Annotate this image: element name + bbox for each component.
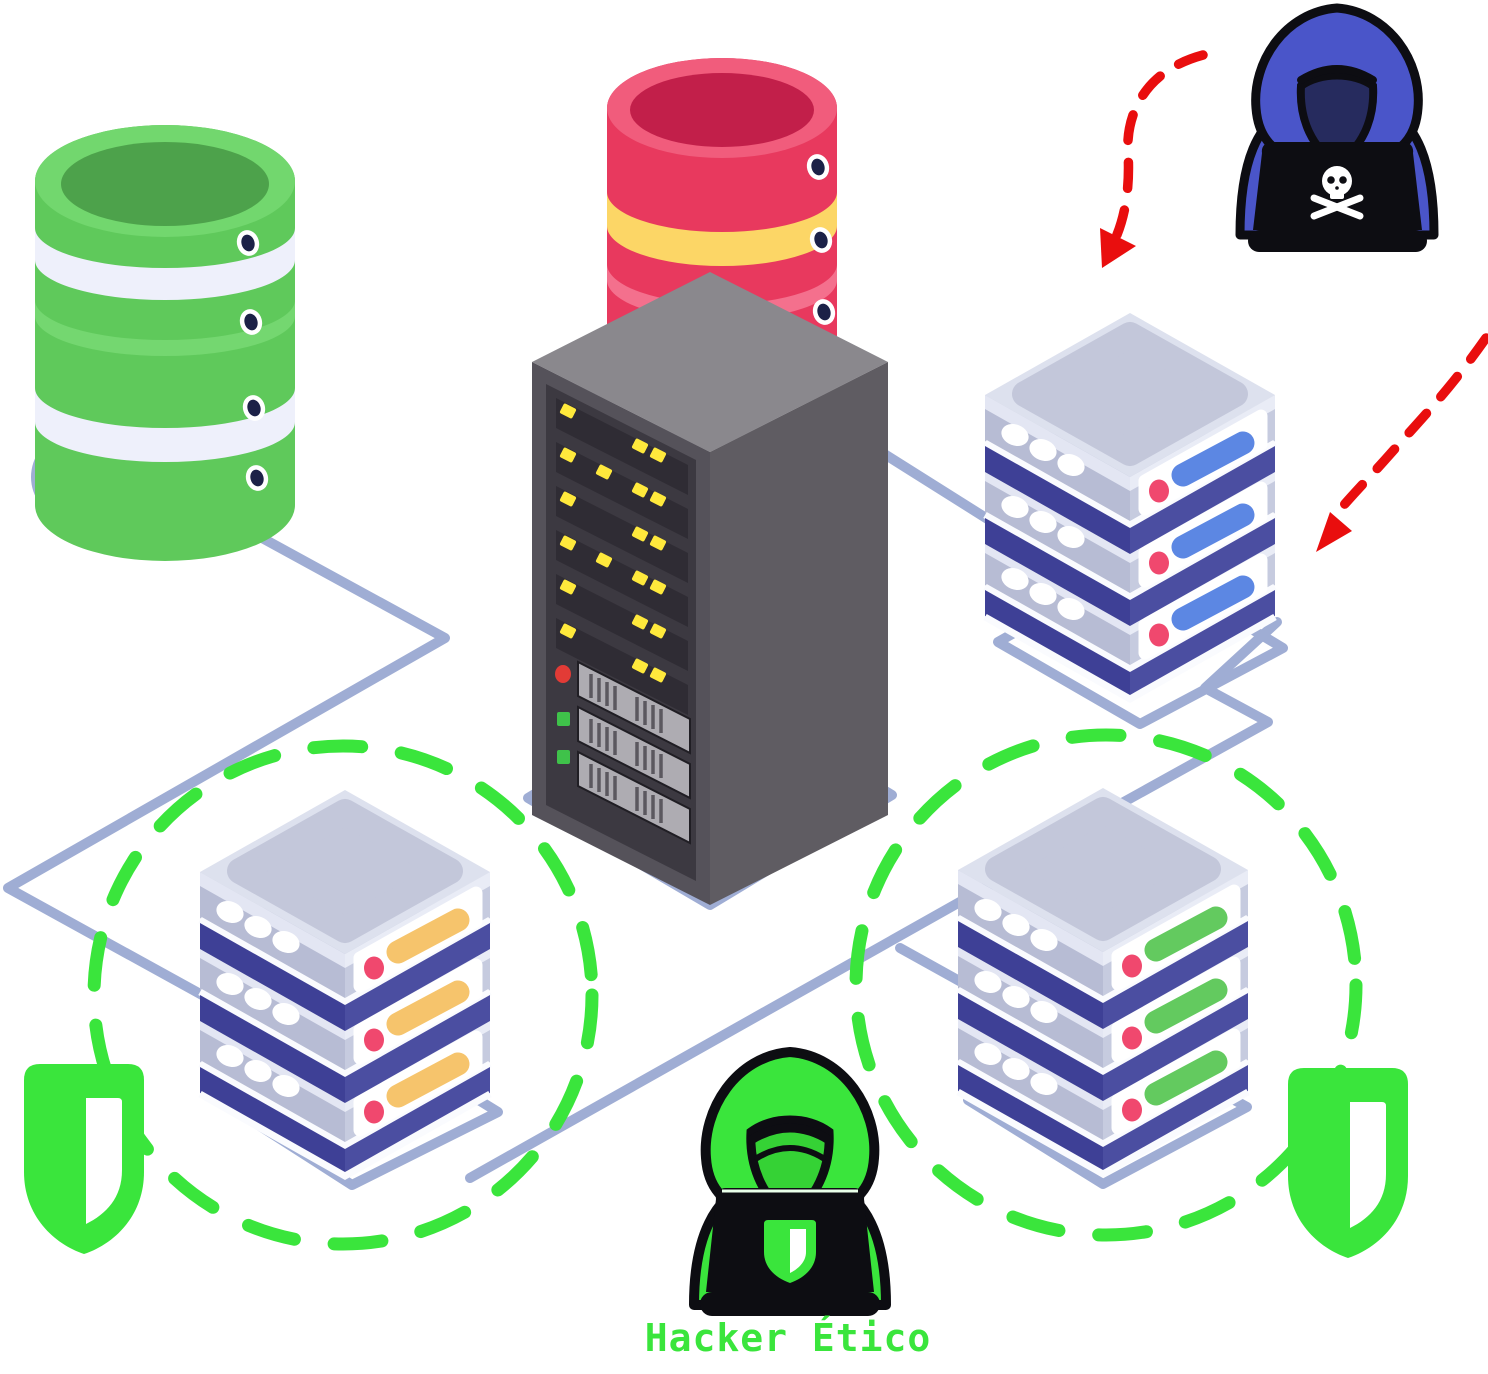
server-stack-right: [985, 313, 1275, 699]
rack-drive-bays: [577, 660, 691, 845]
server-stack-bottom-left: [200, 790, 490, 1176]
db-ports: [236, 230, 269, 491]
laptop-base: [1248, 230, 1427, 252]
db-ports: [806, 154, 836, 325]
cable-staircase: [1090, 617, 1282, 823]
ethical-hacker: [689, 1047, 891, 1316]
ethical-hacker-label: Hacker Ético: [644, 1316, 932, 1360]
attack-arrows: [1100, 50, 1488, 552]
cable-rack-to-right-stack: [873, 445, 1010, 535]
protection-zones: [87, 728, 1363, 1251]
rack-right-face: [710, 362, 888, 905]
db-band-yellow: [607, 192, 837, 266]
green-database: [35, 125, 295, 561]
status-light-green: [557, 750, 570, 764]
cable-zigzag-left: [3, 528, 450, 1065]
hacker-face: [1296, 71, 1378, 167]
rack-leds-yellow: [559, 403, 667, 683]
db-top-face: [630, 73, 814, 147]
skull-icon: [1310, 166, 1364, 220]
server-stack-bottom-right: [958, 788, 1248, 1174]
status-light-green: [557, 712, 570, 726]
attack-arrow-dashed: [1333, 333, 1488, 517]
shield-icon: [1288, 1068, 1408, 1258]
server-rack: [532, 272, 888, 905]
attack-arrowhead: [1316, 512, 1352, 552]
attack-arrowhead: [1100, 228, 1136, 268]
shield-emblem-icon: [764, 1220, 816, 1283]
attack-arrow-dashed: [1107, 50, 1208, 251]
db-band: [35, 228, 295, 300]
hood-fold: [754, 1145, 826, 1161]
hood-fold: [1297, 65, 1377, 84]
status-light-red: [555, 665, 571, 683]
protected-zone-circle-left: [87, 739, 599, 1251]
rack-status-lights: [555, 665, 571, 764]
db-band: [35, 388, 295, 462]
protected-zone-circle-right: [849, 728, 1363, 1242]
laptop-base: [700, 1292, 880, 1316]
shield-icon: [24, 1064, 144, 1254]
db-segment-rim: [35, 300, 295, 356]
malicious-hacker: [1235, 3, 1439, 252]
db-top-face: [61, 142, 269, 226]
hood-fold: [746, 1123, 834, 1145]
rack-slots: [556, 398, 688, 715]
